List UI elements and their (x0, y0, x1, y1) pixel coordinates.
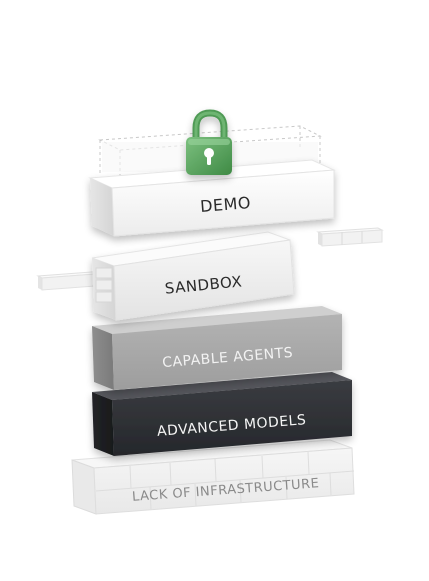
layer-lack-of-infrastructure: LACK OF INFRASTRUCTURE (71, 439, 355, 515)
label-demo: DEMO (199, 193, 251, 216)
layer-sandbox: SANDBOX (36, 227, 384, 321)
sandbox-bricks (95, 267, 113, 303)
padlock-icon (186, 109, 232, 175)
brick-lines (95, 451, 355, 510)
layer-advanced-models: ADVANCED MODELS (92, 372, 352, 456)
layer-capable-agents: CAPABLE AGENTS (92, 306, 342, 390)
sandbox-right-bar (316, 227, 384, 247)
